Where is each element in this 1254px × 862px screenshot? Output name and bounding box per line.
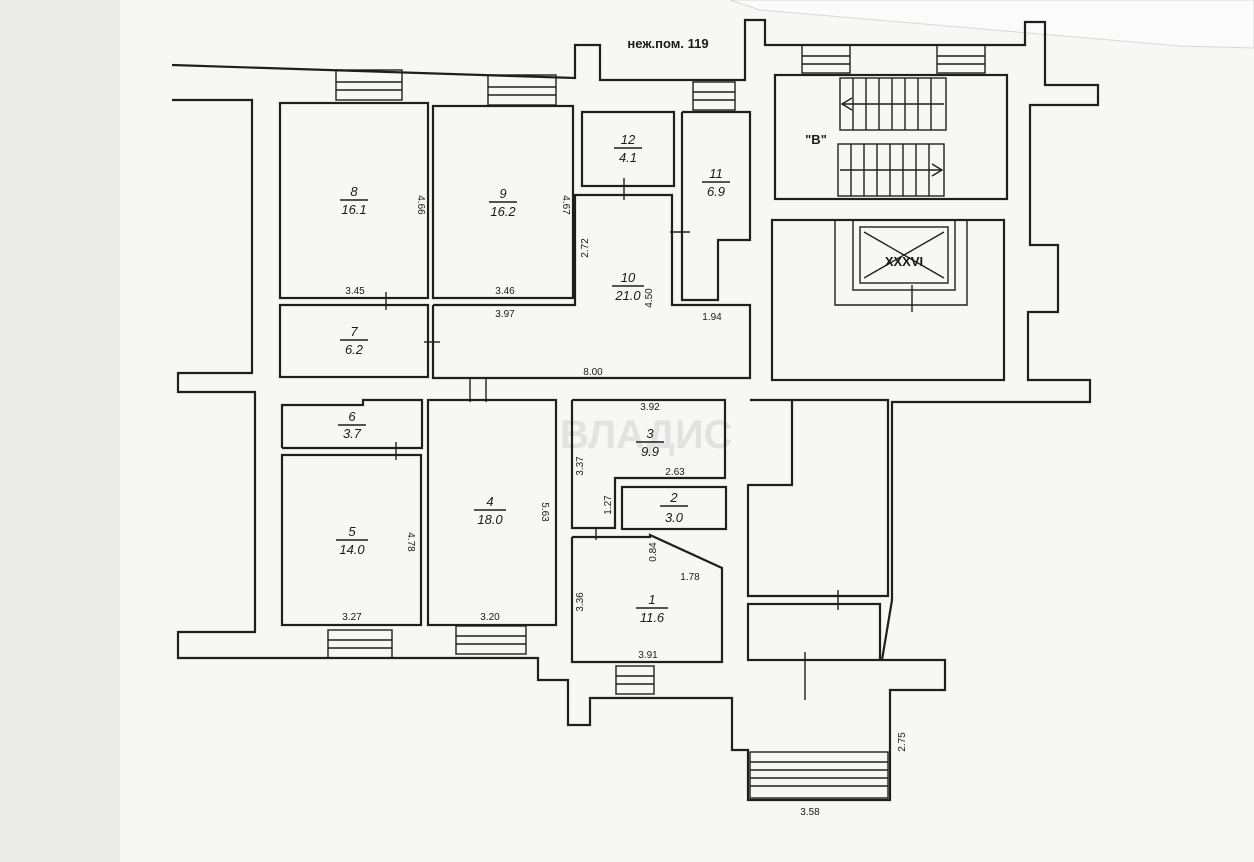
dim-label: 3.45: [345, 286, 365, 297]
room-area: 16.1: [341, 202, 366, 217]
dim-label: 8.00: [583, 367, 603, 378]
room-number: 8: [350, 184, 358, 199]
room-area: 21.0: [614, 288, 641, 303]
dim-label: 3.91: [638, 650, 658, 661]
dim-label: 5.63: [539, 502, 550, 522]
room-number: 11: [709, 166, 723, 181]
room-number: 12: [621, 132, 636, 147]
dim-label: 4.78: [405, 532, 416, 552]
dim-label: 4.66: [415, 195, 426, 215]
dim-label: 1.27: [603, 495, 614, 515]
dim-label: 1.94: [702, 312, 722, 323]
room-number: 4: [486, 494, 493, 509]
room-number: 3: [646, 426, 654, 441]
dim-label: 3.37: [575, 456, 586, 476]
room-area: 6.2: [345, 342, 364, 357]
lift-label: XXXVI: [885, 254, 923, 269]
room-number: 10: [621, 270, 636, 285]
room-number: 7: [350, 324, 358, 339]
room-11: 11 6.9: [702, 166, 730, 199]
dim-label: 3.27: [342, 612, 362, 623]
entrance-stairs: [749, 751, 889, 799]
room-12: 12 4.1: [614, 132, 642, 165]
walls: [171, 18, 1100, 802]
dim-label: 4.50: [644, 288, 655, 308]
watermark: ВЛАДИС: [560, 413, 732, 457]
windows: [327, 44, 986, 695]
dim-label: 3.36: [575, 592, 586, 612]
dim-label: 3.46: [495, 286, 515, 297]
room-number: 2: [669, 490, 678, 505]
room-6: 6 3.7: [338, 409, 366, 441]
dim-label: 3.92: [640, 402, 660, 413]
room-number: 9: [499, 186, 506, 201]
door-marks: [385, 178, 913, 700]
dim-label: 2.75: [897, 732, 908, 752]
staircase-upper: [839, 77, 947, 131]
dim-label: 3.97: [495, 309, 515, 320]
staircase-lower: [837, 143, 945, 197]
room-area: 14.0: [339, 542, 365, 557]
room-area: 16.2: [490, 204, 516, 219]
dim-label: 4.67: [560, 195, 571, 215]
room-2: 2 3.0: [660, 490, 688, 525]
adjacent-premises-label: неж.пом. 119: [627, 36, 708, 51]
stairwell-label: "В": [805, 132, 827, 147]
dim-label: 3.58: [800, 807, 820, 818]
room-area: 6.9: [707, 184, 725, 199]
dim-label: 2.72: [580, 238, 591, 258]
room-7: 7 6.2: [340, 324, 368, 357]
room-area: 4.1: [619, 150, 637, 165]
room-number: 1: [648, 592, 655, 607]
room-area: 3.0: [665, 510, 684, 525]
room-10: 10 21.0: [612, 270, 644, 303]
room-5: 5 14.0: [336, 524, 368, 557]
room-area: 3.7: [343, 426, 362, 441]
dim-label: 3.20: [480, 612, 500, 623]
dim-label: 2.63: [665, 467, 685, 478]
room-4: 4 18.0: [474, 494, 506, 527]
room-area: 11.6: [640, 610, 665, 625]
room-1: 1 11.6: [636, 592, 668, 625]
dim-label: 0.84: [648, 542, 659, 562]
room-area: 18.0: [477, 512, 503, 527]
room-number: 5: [348, 524, 356, 539]
room-number: 6: [348, 409, 356, 424]
room-8: 8 16.1: [340, 184, 368, 217]
room-9: 9 16.2: [489, 186, 517, 219]
room-area: 9.9: [641, 444, 659, 459]
dimensions: 4.66 4.67 3.45 3.46 2.72 4.50 3.97 1.94 …: [342, 195, 908, 818]
dim-label: 1.78: [680, 572, 700, 583]
room-3: 3 9.9: [636, 426, 664, 459]
